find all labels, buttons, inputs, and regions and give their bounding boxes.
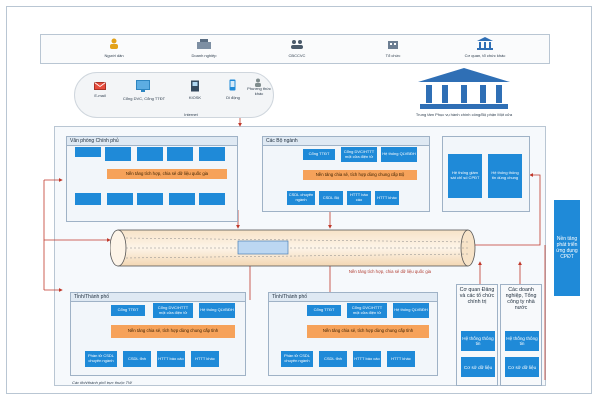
system-box: Cổng TTĐT bbox=[303, 149, 335, 160]
system-box: HTTT báo cáo bbox=[347, 191, 371, 205]
org-database-box: Cơ sở dữ liệu bbox=[461, 357, 495, 377]
monitoring-system-box: Hệ thống giám sát chỉ số CPĐT bbox=[448, 154, 482, 198]
system-box: Cổng TTĐT bbox=[307, 305, 341, 316]
egov-platform-box: Nền tảng phát triển ứng dụng CPĐT bbox=[554, 200, 580, 296]
officials-icon bbox=[290, 39, 304, 50]
system-box bbox=[75, 193, 101, 205]
system-box: HTTT khác bbox=[375, 191, 399, 205]
system-box: HTTT khác bbox=[191, 351, 219, 367]
person-icon bbox=[107, 38, 121, 50]
actor-label: CBCCVC bbox=[288, 53, 306, 58]
internet-label: Internet bbox=[184, 112, 198, 117]
one-stop-building-icon bbox=[416, 66, 512, 110]
integration-bar: Nền tảng chia sẻ, tích hợp dùng chung cấ… bbox=[111, 325, 235, 338]
province-left-panel: Tỉnh/Thành phố Cổng TTĐT Cổng DVC/HTTT m… bbox=[70, 292, 246, 376]
system-box bbox=[167, 147, 193, 161]
org-info-system-box: Hệ thống thông tin bbox=[505, 331, 539, 351]
system-box: CSDL tỉnh bbox=[319, 351, 347, 367]
actor-label: Người dân bbox=[104, 53, 124, 58]
system-box bbox=[75, 147, 101, 157]
system-box: Hệ thống QLVBĐH bbox=[199, 303, 235, 318]
kiosk-icon bbox=[190, 80, 200, 92]
system-box: CSDL chuyên ngành bbox=[287, 191, 315, 205]
national-integration-pipe bbox=[110, 229, 476, 267]
org-title: Cơ quan Đảng và các tổ chức chính trị bbox=[459, 287, 495, 306]
pipe-label: Nền tảng tích hợp, chia sẻ dữ liệu quốc … bbox=[348, 269, 432, 274]
integration-bar: Nền tảng tích hợp, chia sẻ dữ liệu quốc … bbox=[107, 169, 227, 179]
actor-label: Cơ quan, tổ chức khác bbox=[464, 53, 506, 58]
system-box: Phần tử CSDL chuyên ngành bbox=[85, 351, 117, 367]
actor-label: Tổ chức bbox=[385, 53, 401, 58]
system-box bbox=[137, 147, 163, 161]
system-box bbox=[169, 193, 195, 205]
actor-label: Doanh nghiệp bbox=[191, 53, 217, 58]
kiosk-label: KIOSK bbox=[188, 95, 202, 100]
gov-office-panel: Văn phòng Chính phủ Nền tảng tích hợp, c… bbox=[66, 136, 238, 222]
integration-bar: Nền tảng chia sẻ, tích hợp dùng chung cấ… bbox=[307, 325, 429, 338]
email-label: E-mail bbox=[94, 93, 106, 98]
system-box: HTTT khác bbox=[387, 351, 415, 367]
organization-icon bbox=[386, 39, 400, 50]
enterprise-column: Các doanh nghiệp, Tổng công ty nhà nước … bbox=[500, 284, 542, 386]
system-box: Cổng DVC/HTTT một cửa điện tử bbox=[341, 147, 377, 162]
ministry-panel: Các Bộ ngành Cổng TTĐT Cổng DVC/HTTT một… bbox=[262, 136, 430, 212]
mobile-icon bbox=[229, 79, 236, 91]
org-database-box: Cơ sở dữ liệu bbox=[505, 357, 539, 377]
panel-title: Tỉnh/Thành phố bbox=[71, 293, 245, 302]
portal-icon bbox=[136, 80, 150, 92]
footer-note: Các tỉnh/thành phố trực thuộc TW bbox=[72, 380, 132, 385]
system-box: Phần tử CSDL chuyên ngành bbox=[281, 351, 313, 367]
org-info-system-box: Hệ thống thông tin bbox=[461, 331, 495, 351]
one-stop-label: Trung tâm Phục vụ hành chính công/Bộ phậ… bbox=[415, 112, 513, 117]
direct-label: Phương thức khác bbox=[247, 86, 271, 96]
mobile-label: Di động bbox=[226, 95, 240, 100]
integration-bar: Nền tảng chia sẻ, tích hợp dùng chung cấ… bbox=[303, 170, 417, 180]
system-box: HTTT báo cáo bbox=[157, 351, 185, 367]
system-box: CSDL Bộ bbox=[319, 191, 343, 205]
building-icon bbox=[196, 38, 212, 50]
institution-icon bbox=[477, 37, 493, 50]
actor-bar: Người dân Doanh nghiệp CBCCVC Tổ chức Cơ… bbox=[40, 34, 550, 64]
system-box: Hệ thống QLVBĐH bbox=[393, 303, 429, 318]
system-box: Cổng TTĐT bbox=[111, 305, 145, 316]
system-box bbox=[105, 147, 131, 161]
org-title: Các doanh nghiệp, Tổng công ty nhà nước bbox=[505, 287, 537, 312]
system-box: Cổng DVC/HTTT một cửa điện tử bbox=[347, 303, 387, 318]
system-box: Cổng DVC/HTTT một cửa điện tử bbox=[153, 303, 193, 318]
panel-title: Các Bộ ngành bbox=[263, 137, 429, 146]
panel-title: Văn phòng Chính phủ bbox=[67, 137, 237, 146]
portal-label: Cổng DVC, Cổng TTĐT bbox=[122, 96, 166, 101]
party-org-column: Cơ quan Đảng và các tổ chức chính trị Hệ… bbox=[456, 284, 498, 386]
system-box: CSDL tỉnh bbox=[123, 351, 151, 367]
channels-cloud bbox=[74, 72, 274, 118]
system-box bbox=[199, 147, 225, 161]
shared-info-system-box: Hệ thống thông tin dùng chung bbox=[488, 154, 522, 198]
panel-title: Tỉnh/Thành phố bbox=[269, 293, 437, 302]
email-icon bbox=[94, 82, 106, 90]
province-right-panel: Tỉnh/Thành phố Cổng TTĐT Cổng DVC/HTTT m… bbox=[268, 292, 438, 376]
system-box: Hệ thống QLVBĐH bbox=[381, 147, 417, 162]
system-box: HTTT báo cáo bbox=[353, 351, 381, 367]
direct-icon bbox=[254, 78, 262, 87]
system-box bbox=[199, 193, 225, 205]
system-box bbox=[137, 193, 163, 205]
system-box bbox=[107, 193, 133, 205]
outer-frame bbox=[6, 6, 592, 394]
